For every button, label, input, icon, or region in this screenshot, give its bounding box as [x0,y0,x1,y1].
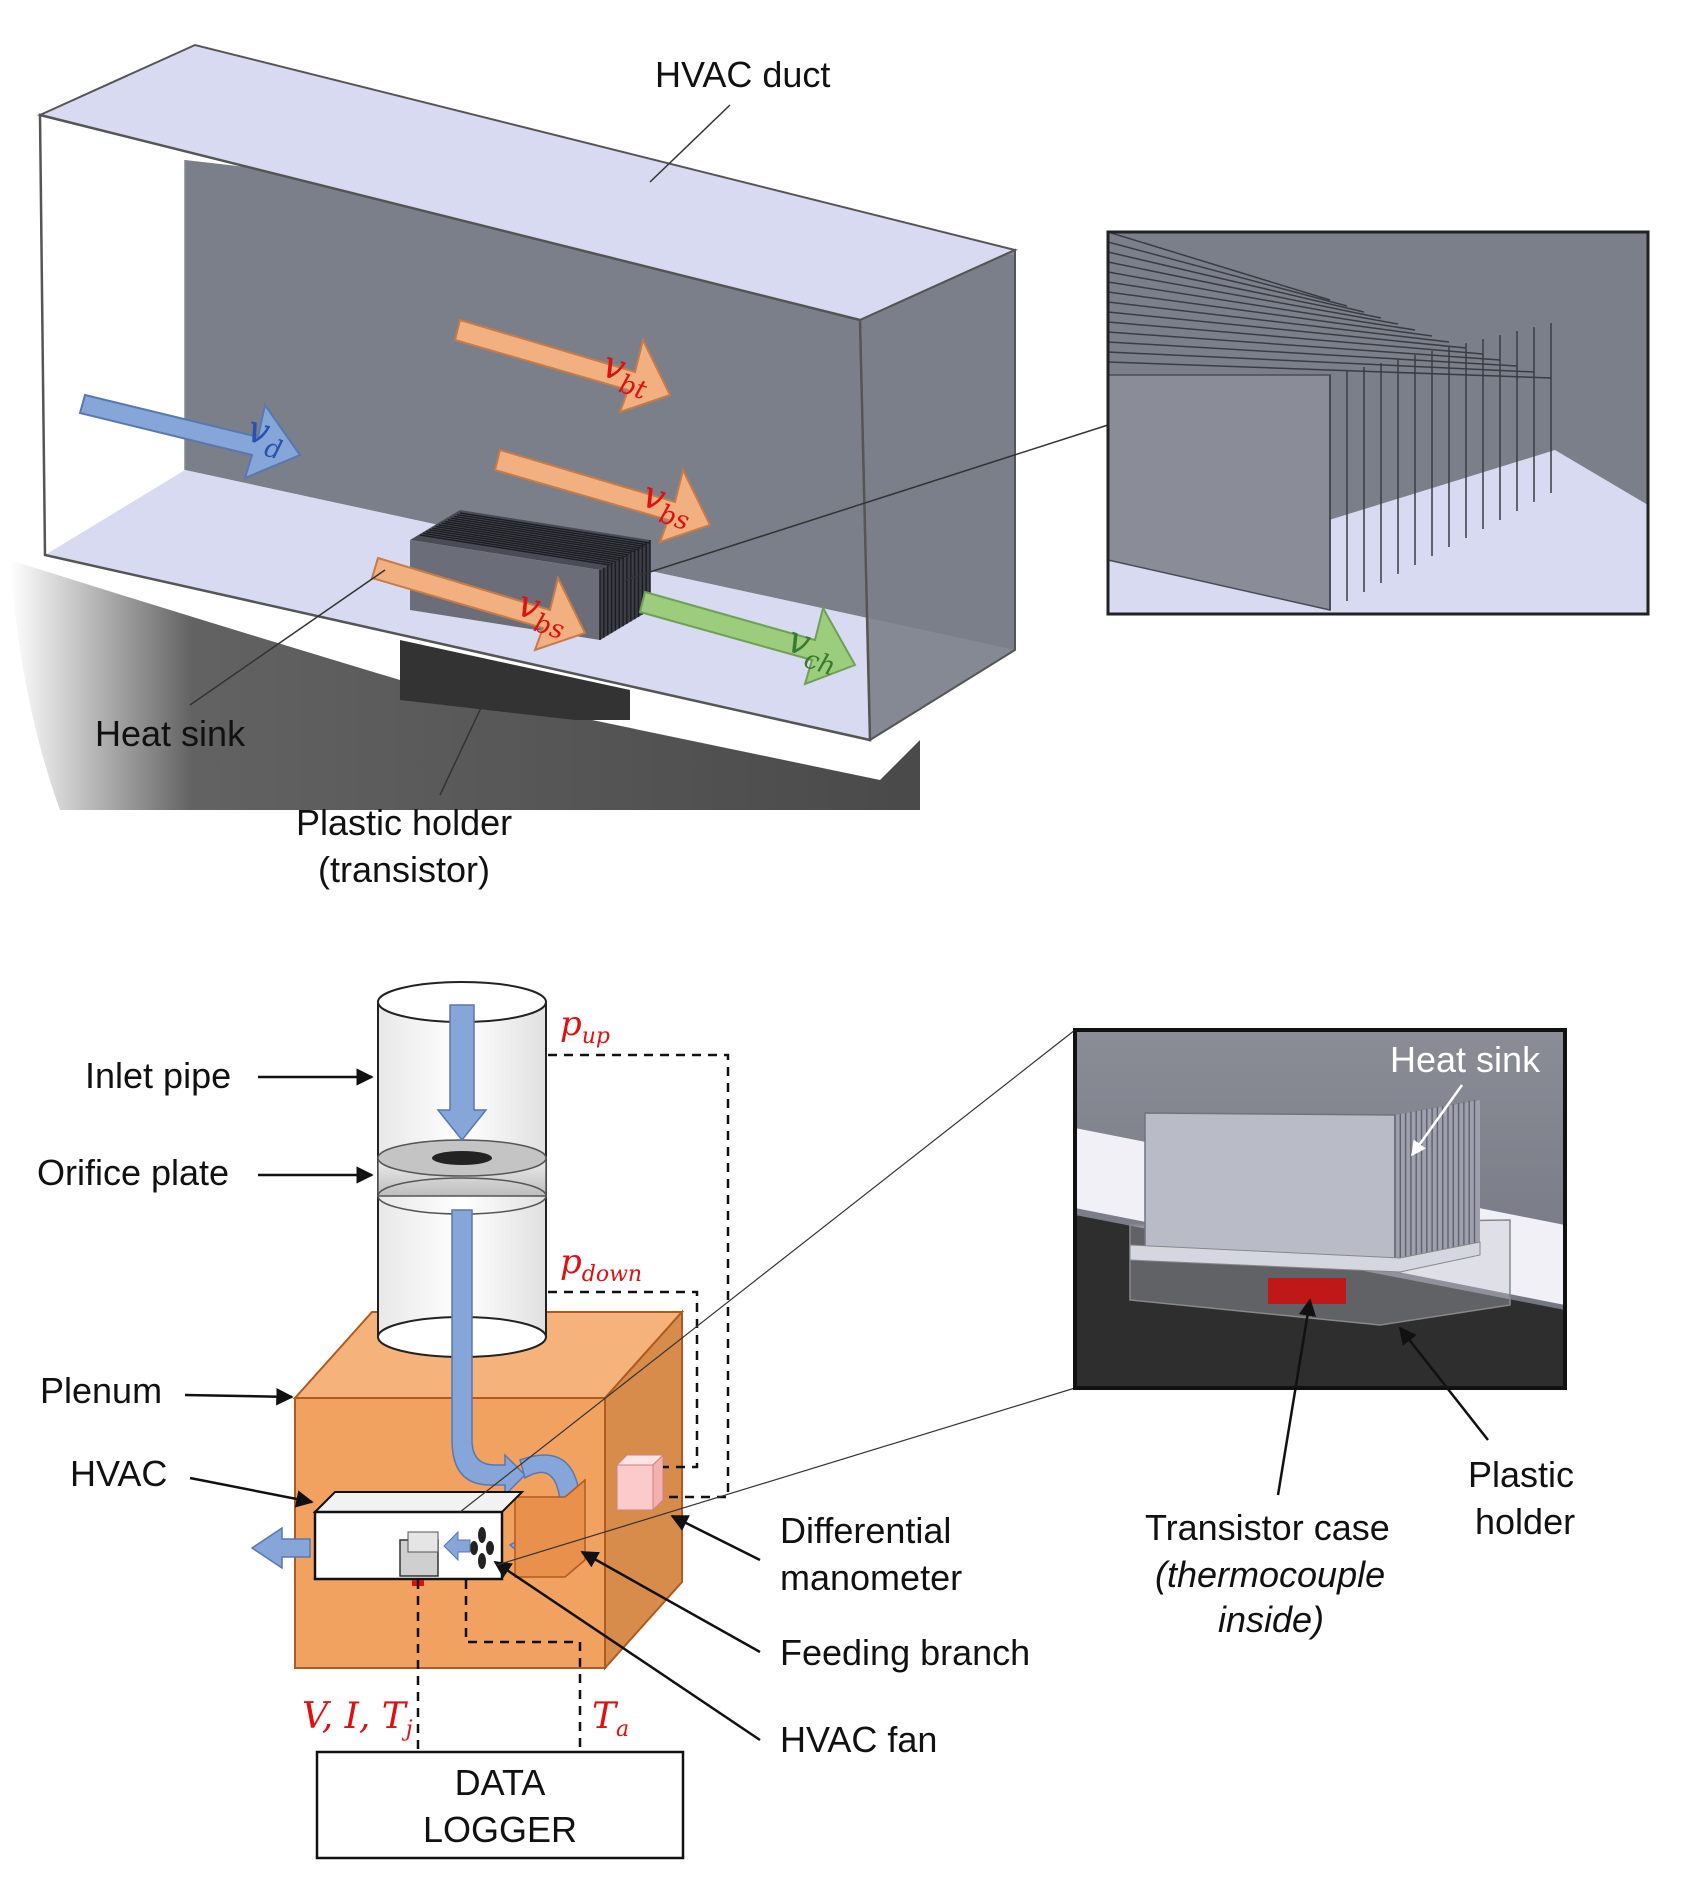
transistor-label-line2: (thermocouple [1155,1554,1385,1595]
zoom-fin-top [1107,291,1433,337]
pressure-lines [416,1053,730,1750]
inset-plastic-label-line1: Plastic [1468,1454,1574,1495]
label-ta: Ta [592,1696,629,1742]
leader-heat-sink [189,569,386,706]
hvac-unit [250,1491,525,1586]
heat-sink-fin-top [453,515,644,548]
plenum-label: Plenum [40,1370,162,1411]
flow-arrow-hvac-inner [443,1530,471,1562]
flow-arrow-hvac-out [250,1526,311,1570]
inlet-pipe-label: Inlet pipe [85,1055,231,1096]
zoom-fin-top [1107,251,1365,313]
heat-sink-fin-top [456,513,648,546]
zoom-fin-top [1107,241,1348,307]
hvac-fan-label: HVAC fan [780,1719,937,1760]
differential-manometer [615,1453,665,1512]
heat-sink-fin-top [435,525,626,558]
differential-label-line2: manometer [780,1557,962,1598]
label-p-up: pup [560,1004,610,1049]
leader-plastic-holder [439,677,496,796]
hvac-label: HVAC [70,1453,167,1494]
zoom-fin-top [1107,361,1552,379]
label-p-down: pdown [560,1242,642,1287]
zoom-fin-top [1107,261,1382,319]
duct-front-frame [38,113,872,742]
fin-zoom-inset [1106,230,1650,616]
hvac-fan-icon [470,1527,494,1569]
leader-zoom-bottom-2 [496,1387,1076,1566]
differential-arrow [670,1514,761,1562]
zoom-fin-top [1107,301,1450,343]
label-vbs-bottom: vbs [510,581,575,646]
zoom-fin-top [1107,321,1484,355]
inset-heat-sink [1144,1112,1396,1261]
heat-sink-fin-top [419,534,611,566]
heat-sink-label: Heat sink [95,713,246,754]
inset-heat-sink-label: Heat sink [1390,1039,1541,1080]
heat-sink-fin-top [441,522,632,554]
heat-sink-top [410,510,651,640]
heat-sink-fin-top [426,530,617,563]
test-rig: DATA LOGGER pup pdown V, I, Tj Ta Inlet … [37,981,1076,1860]
heat-sink-fin-top [459,512,651,544]
orifice-plate [377,1139,547,1215]
heat-sink-fin-top [450,517,641,549]
transistor-label-line3: inside) [1218,1599,1324,1640]
arrow-vd [78,393,302,480]
inset-plastic-arrow [1398,1326,1489,1441]
heat-sink-fin-top [429,529,620,561]
duct-drop-shadow [10,560,920,810]
inset-plastic-label-line2: holder [1475,1501,1575,1542]
inset-transistor-case [1268,1278,1346,1304]
feeding-branch-label: Feeding branch [780,1632,1030,1673]
zoom-fin-top [1107,271,1399,325]
hvac-fan-arrow [493,1560,761,1742]
heat-sink-fin-top [422,532,614,565]
zoom-fin-top [1107,281,1416,331]
heat-sink-fin-top [447,519,638,551]
data-logger-box [315,1750,685,1860]
plastic-holder-block [400,640,630,720]
plastic-holder-label-line1: Plastic holder [296,802,512,843]
inset-heat-sink-arrow [1410,1084,1464,1157]
inset-transistor-arrow [1276,1298,1317,1496]
differential-label-line1: Differential [780,1510,951,1551]
inset-base-plate [1129,1241,1481,1273]
heat-sink-fin-top [432,527,623,559]
duct-right-face [858,248,1016,742]
heat-sink-fin-top [444,520,635,553]
hvac-arrow [189,1476,314,1508]
data-logger-line2: LOGGER [423,1809,577,1850]
arrow-vbt [453,318,672,414]
zoom-fin-top [1107,331,1501,361]
plenum-arrow [184,1387,294,1406]
leader-zoom-top [624,424,1109,581]
flow-arrow-pipe-top [436,1004,488,1142]
zoom-fin-top [1107,231,1331,301]
arrow-vbs-top [493,448,712,544]
leader-hvac-duct [649,104,731,183]
leader-zoom-bottom-1 [459,1029,1076,1513]
transistor-inset: Heat sink [1073,1028,1567,1496]
feeding-branch-arrow [580,1550,761,1654]
zoom-fin-top [1107,311,1467,349]
data-logger-line1: DATA [455,1762,546,1803]
duct-3d-view: vd vbt vbs vbs vch HVAC duct Heat sink P… [0,43,1109,890]
hvac-duct-label: HVAC duct [655,54,830,95]
zoom-fin-top [1107,341,1518,367]
plastic-holder-label-line2: (transistor) [318,849,490,890]
arrow-vch [638,590,857,686]
arrow-vbs-bottom [370,556,587,652]
zoom-fin-top [1107,351,1535,373]
heat-sink-fin-top [438,524,629,556]
transistor-label-line1: Transistor case [1145,1507,1390,1548]
label-vitj: V, I, Tj [302,1696,413,1742]
inlet-pipe [377,981,547,1358]
orifice-plate-label: Orifice plate [37,1152,229,1193]
